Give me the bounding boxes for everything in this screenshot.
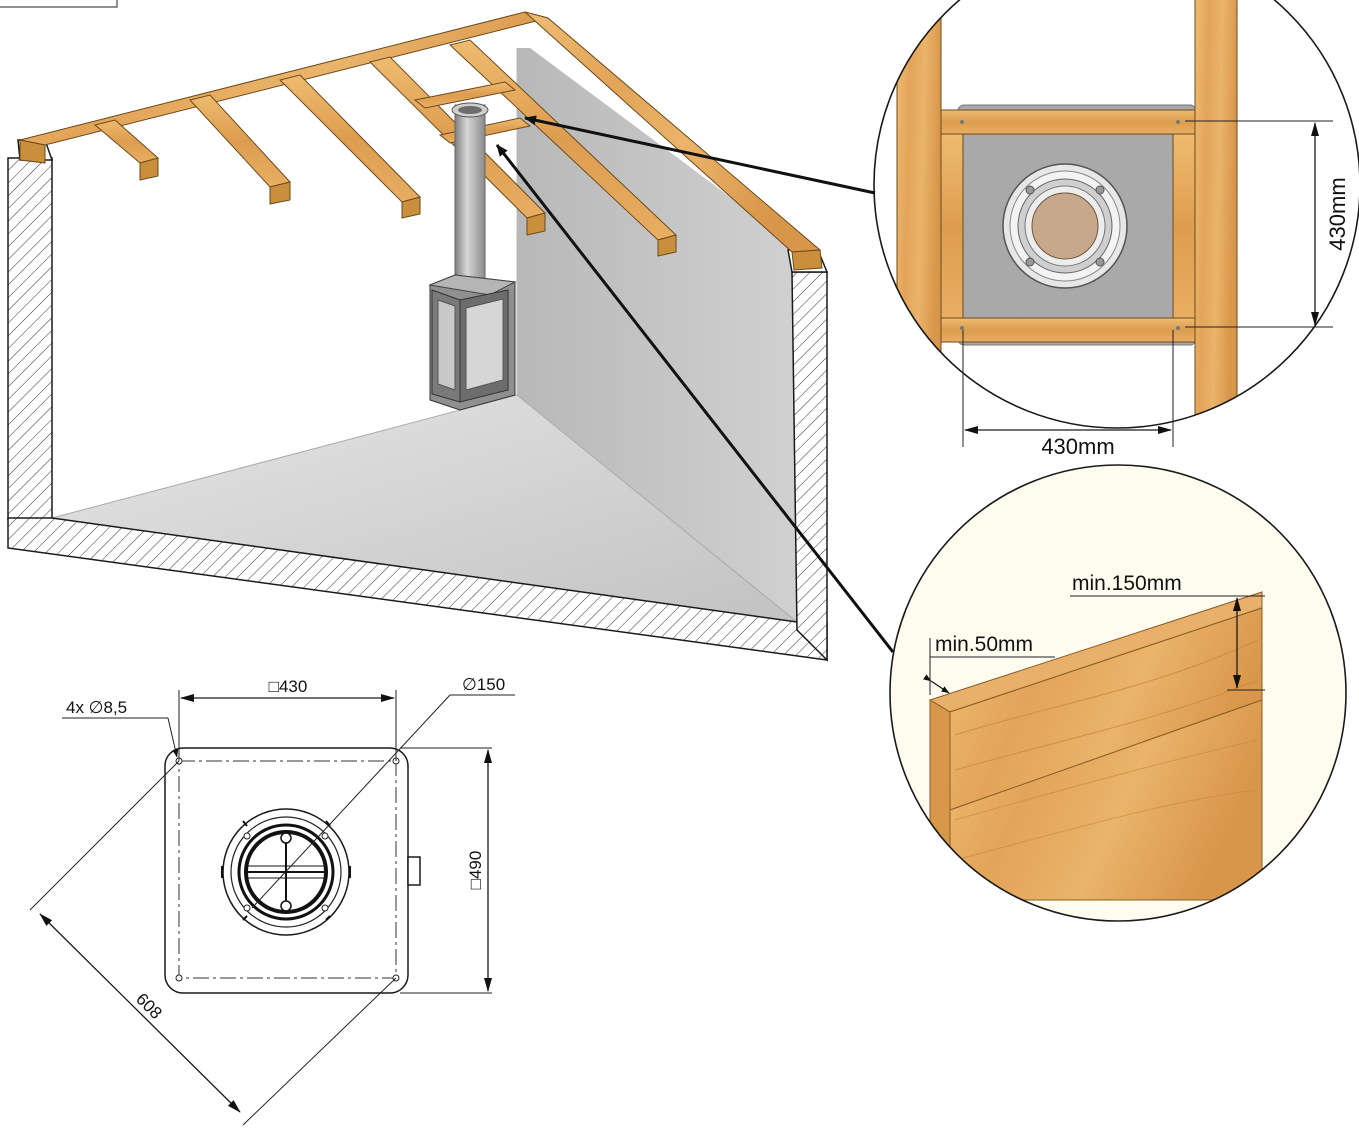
diagonal-dimension <box>39 913 241 1113</box>
arrow-to-opening-detail <box>524 115 876 195</box>
holes-label: 4x ∅8,5 <box>66 698 127 717</box>
hole-pattern <box>178 760 397 979</box>
opening-detail: 430mm 430mm <box>873 0 1359 459</box>
stove <box>428 274 517 411</box>
right-wall-section <box>791 271 828 662</box>
opening-width-label: 430mm <box>1041 434 1114 459</box>
left-beam <box>896 0 942 428</box>
opening-height-label: 430mm <box>1325 177 1350 250</box>
plate-plan-view: □430 ∅150 4x ∅8,5 □490 608 <box>29 675 515 1126</box>
back-wall <box>517 48 815 622</box>
plate-square-label: □490 <box>466 851 485 890</box>
left-wall-section <box>7 157 53 521</box>
floor <box>52 395 797 622</box>
room-3d-view <box>7 11 829 662</box>
plate-tab <box>407 856 421 886</box>
chimney-pipe <box>454 104 486 286</box>
flue-opening <box>1031 192 1099 260</box>
side-wall <box>52 48 517 518</box>
beam-detail: min.150mm min.50mm <box>889 464 1347 922</box>
right-trimmer <box>1172 133 1196 319</box>
flue-diameter-leader <box>251 694 451 909</box>
page-frame-corner <box>0 0 118 8</box>
holes-leader <box>167 717 179 758</box>
top-trimmer <box>940 109 1196 135</box>
bottom-trimmer <box>940 317 1196 343</box>
left-trimmer <box>940 133 964 319</box>
diagonal-label: 608 <box>132 989 165 1022</box>
hole-square-label: □430 <box>269 677 308 696</box>
flue-diameter-label: ∅150 <box>462 675 505 694</box>
arrow-to-beam-detail <box>495 144 895 653</box>
right-beam <box>1194 0 1238 428</box>
beam-height-label: min.150mm <box>1072 572 1182 595</box>
beam-thickness-label: min.50mm <box>935 633 1033 656</box>
beam-thickness-dimension <box>923 674 950 694</box>
